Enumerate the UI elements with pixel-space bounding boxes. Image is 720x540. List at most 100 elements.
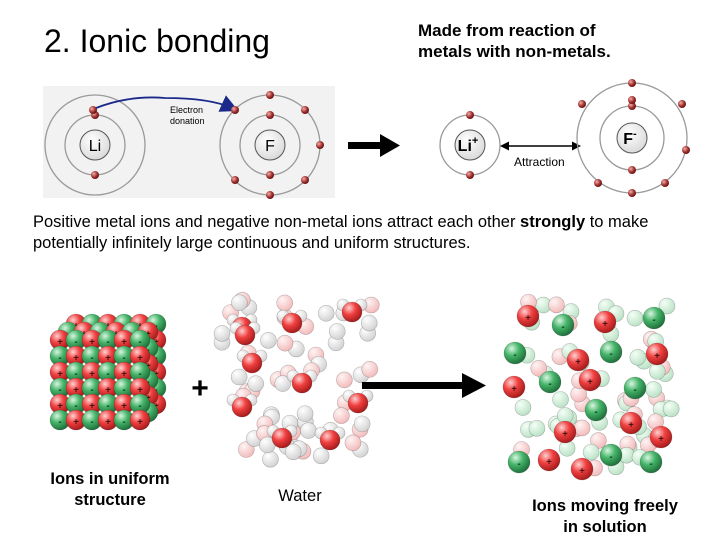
ion-charge-symbol: +: [587, 377, 593, 388]
electron: [266, 111, 274, 119]
lithium-atom: Li: [44, 94, 146, 196]
background-molecule: [658, 297, 676, 315]
electron: [661, 179, 669, 187]
dissolving-arrow: [362, 373, 486, 398]
negative-ion: [507, 450, 531, 474]
electron-donation-arrow: [95, 95, 239, 112]
ion-charge-symbol: +: [579, 466, 585, 477]
caption-water: Water: [278, 487, 322, 505]
ion-charge-symbol: +: [121, 337, 127, 348]
fluorine-atom: F: [219, 91, 324, 199]
ion-charge-symbol: -: [138, 337, 141, 348]
background-molecule: [312, 447, 330, 465]
ion-charge-symbol: +: [658, 434, 664, 445]
background-molecule: [247, 375, 265, 392]
electron: [316, 141, 324, 149]
background-molecule: [276, 334, 294, 352]
background-molecule: [274, 375, 291, 392]
background-molecule: [336, 371, 353, 389]
background-molecule: [360, 314, 378, 332]
electron-donation-label: Electron: [170, 105, 203, 115]
background-molecule: [548, 296, 565, 314]
positive-ion: [578, 368, 602, 392]
subtitle-line-1: Made from reaction of: [418, 21, 596, 40]
background-molecule: [514, 399, 532, 416]
background-molecule: [276, 294, 294, 312]
electron: [466, 171, 474, 179]
background-molecule: [262, 450, 279, 468]
background-molecule: [528, 420, 546, 437]
negative-ion: [599, 340, 623, 364]
f-ion-nucleus: [616, 122, 648, 154]
ion-charge-symbol: -: [609, 452, 612, 463]
ion-charge-symbol: -: [122, 385, 125, 396]
background-molecule: [552, 391, 569, 408]
electron: [628, 166, 636, 174]
ion-charge-symbol: +: [89, 401, 95, 412]
electron: [231, 106, 239, 114]
ion-charge-symbol: +: [546, 457, 552, 468]
ion-charge-symbol: +: [628, 420, 634, 431]
ions-in-solution: +-+--+-++-+--+++-++--: [502, 293, 680, 481]
electron: [628, 189, 636, 197]
negative-ion: [538, 370, 562, 394]
negative-ion: [639, 450, 663, 474]
ion-charge-symbol: +: [137, 417, 143, 428]
oxygen-atom: [341, 301, 363, 323]
li-symbol: Li: [89, 138, 101, 155]
positive-ion: [645, 342, 669, 366]
background-molecule: [344, 434, 362, 452]
ion-charge-symbol: +: [602, 319, 608, 330]
positive-ion: [553, 420, 577, 444]
electron: [91, 171, 99, 179]
negative-ion: [503, 341, 527, 365]
ion-charge-symbol: -: [561, 322, 564, 333]
background-molecule: [626, 309, 644, 327]
electron: [266, 191, 274, 199]
ion-charge-symbol: -: [106, 337, 109, 348]
ion-charge-symbol: -: [90, 353, 93, 364]
ion-lattice: +-+-+-+-+-+-+-+-+-+-+-+-+-+--+-+-++-+-+-…: [49, 313, 167, 431]
positive-ion: [593, 310, 617, 334]
ion-charge-symbol: +: [121, 401, 127, 412]
background-molecule: [333, 407, 350, 424]
ion-charge-symbol: -: [90, 417, 93, 428]
background-molecule: [284, 443, 302, 461]
positive-ion: [502, 375, 526, 399]
ion-charge-symbol: -: [138, 369, 141, 380]
electron: [266, 171, 274, 179]
f-nucleus: [254, 129, 286, 161]
ion-charge-symbol: -: [122, 417, 125, 428]
reaction-arrow: [348, 134, 400, 157]
electron: [628, 79, 636, 87]
ion-charge-symbol: +: [57, 369, 63, 380]
li-ion-nucleus: [454, 129, 486, 161]
ion-charge-symbol: +: [89, 337, 95, 348]
oxygen-atom: [271, 427, 293, 449]
attraction-arrow: [500, 141, 581, 151]
ion-charge-symbol: +: [57, 337, 63, 348]
electron: [628, 96, 636, 104]
electron: [678, 100, 686, 108]
caption-line: structure: [74, 491, 146, 509]
ion-charge-symbol: -: [122, 353, 125, 364]
background-molecule: [353, 415, 371, 433]
background-molecule: [231, 294, 248, 311]
paragraph-text: Positive metal ions and negative non-met…: [33, 213, 521, 231]
background-molecule: [361, 360, 379, 378]
ion-charge-symbol: -: [74, 401, 77, 412]
donated-electron: [89, 106, 97, 114]
ion-charge-symbol: +: [525, 313, 531, 324]
ion-charge-symbol: +: [105, 353, 111, 364]
ion-charge-symbol: +: [575, 357, 581, 368]
negative-ion: [584, 398, 608, 422]
electron: [628, 102, 636, 110]
ion-charge-symbol: +: [73, 417, 79, 428]
positive-ion: [129, 409, 151, 431]
ion-charge-symbol: -: [594, 407, 597, 418]
electron: [301, 106, 309, 114]
oxygen-atom: [347, 392, 369, 414]
background-molecule: [530, 359, 548, 377]
background-molecule: [629, 349, 647, 366]
electron: [578, 100, 586, 108]
